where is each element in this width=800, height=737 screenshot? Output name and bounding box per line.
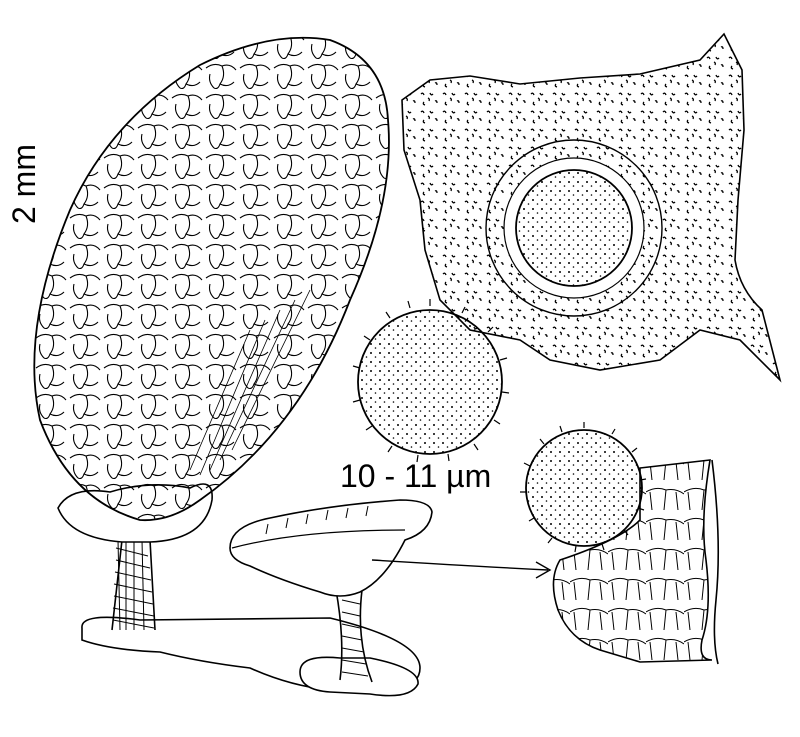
cup-base <box>299 656 419 697</box>
spore-in-net <box>515 169 633 287</box>
stalk-hatching <box>112 539 155 631</box>
sporangium-figure <box>33 36 421 694</box>
cup-rim <box>229 499 433 597</box>
sporangium-scale-label: 2 mm <box>6 144 42 224</box>
capillitium-figure <box>401 32 782 383</box>
arrow-head <box>535 561 552 579</box>
peridium-detail-figure <box>520 422 720 665</box>
free-spore <box>357 309 503 455</box>
cup-stalk <box>335 589 373 683</box>
cup-figure <box>229 499 552 697</box>
sporotheca <box>33 36 390 522</box>
spore-scale-label: 10 - 11 µm <box>340 458 492 494</box>
sporotheca-striae <box>189 289 311 476</box>
peridium-wall <box>552 459 713 663</box>
arrow <box>371 559 549 571</box>
spore-spines <box>352 299 510 463</box>
attached-spore <box>525 429 643 547</box>
free-spore-figure <box>352 299 510 463</box>
spore-ring <box>485 139 663 317</box>
